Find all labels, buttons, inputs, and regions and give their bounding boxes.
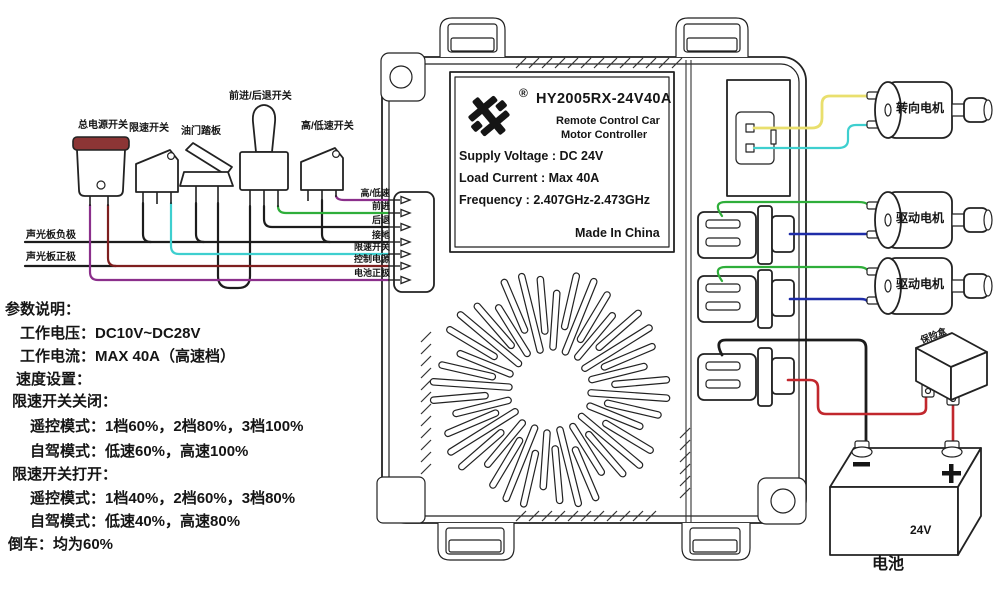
motor [866, 257, 993, 315]
wire-forward [276, 204, 390, 215]
wire-reverse [262, 204, 390, 229]
wire-limit-switch [169, 201, 390, 256]
motor-plug [697, 347, 795, 407]
wire-battery-negative [717, 338, 868, 446]
fuse-box [915, 332, 988, 406]
brand-logo-icon [468, 95, 510, 137]
pin-label: 前进 [371, 201, 390, 211]
mount-tab-bl [376, 476, 426, 524]
plate-line1: Remote Control Car [556, 115, 660, 127]
wire-pedal-loop [216, 201, 252, 290]
motor-label: 驱动电机 [895, 211, 944, 225]
controller-label-plate [449, 71, 675, 253]
registered-mark: ® [519, 86, 528, 100]
plus-symbol [942, 464, 961, 483]
switch-main-power [72, 136, 130, 206]
spec-line: 限速开关打开： [12, 466, 118, 483]
motor-label: 转向电机 [895, 101, 944, 115]
plate-line2: Motor Controller [561, 129, 648, 141]
switch-label: 限速开关 [129, 123, 169, 134]
wire-steering-cyan [752, 123, 870, 150]
switch-label: 总电源开关 [78, 120, 128, 131]
mount-hole-br [770, 488, 796, 514]
soundboard-positive-label: 声光板正极 [26, 252, 76, 263]
switch-throttle-pedal [179, 142, 234, 204]
switch-forward-reverse [239, 104, 289, 207]
switch-label: 高/低速开关 [301, 121, 354, 132]
rocker-cap [72, 136, 130, 151]
motor [866, 191, 993, 249]
made-in: Made In China [575, 226, 660, 240]
spec-line: 倒车：均为60% [8, 536, 114, 553]
switch-speed-limit [135, 149, 179, 204]
pin-label: 接地 [371, 230, 390, 240]
minus-symbol [853, 462, 870, 467]
frequency: Frequency : 2.407GHz-2.473GHz [459, 193, 651, 207]
motor-plug [697, 269, 795, 329]
hatch-marks [420, 57, 691, 522]
spec-line: 自驾模式：低速60%，高速100% [30, 443, 249, 460]
wire-fuse-in [786, 378, 928, 416]
spec-line: 工作电流：MAX 40A（高速档） [20, 348, 236, 365]
spec-line: 参数说明： [5, 301, 81, 318]
mount-hole-tl [389, 65, 413, 89]
switch-label: 前进/后退开关 [229, 91, 292, 102]
switch-label: 油门踏板 [181, 126, 221, 137]
load-current: Load Current : Max 40A [459, 171, 600, 185]
pin-label: 控制电源 [353, 254, 390, 264]
spec-line: 工作电压：DC10V~DC28V [20, 325, 201, 342]
motor-plug [697, 205, 795, 265]
input-connector [388, 191, 435, 293]
motor [866, 81, 993, 139]
motor-plugs [697, 205, 795, 407]
model-number: HY2005RX-24V40A [536, 91, 672, 107]
battery-voltage: 24V [910, 523, 932, 537]
battery [829, 440, 982, 556]
soundboard-negative-label: 声光板负极 [26, 230, 76, 241]
heatsink-fan [429, 272, 671, 508]
spec-line: 遥控模式：1档40%，2档60%，3档80% [30, 490, 296, 507]
bottom-clip-left [437, 523, 515, 561]
pin-label: 电池正极 [353, 268, 390, 278]
wires [23, 94, 955, 448]
wire-control-power [106, 203, 390, 268]
switch-hi-lo-speed [300, 147, 344, 201]
toggle-lever [251, 104, 277, 153]
top-clip-left [439, 17, 506, 57]
steering-connector-bay [726, 79, 791, 197]
pedal-lever [185, 142, 233, 176]
pin-label: 后退 [371, 215, 390, 225]
wire-drive1-green [716, 200, 870, 218]
battery-name: 电池 [872, 556, 905, 573]
bottom-clip-right [681, 523, 751, 561]
wire-steering-yellow [752, 94, 870, 130]
supply-voltage: Supply Voltage : DC 24V [459, 149, 604, 163]
top-clip-right [675, 17, 749, 57]
spec-line: 遥控模式：1档60%，2档80%，3档100% [30, 418, 304, 435]
motor-label: 驱动电机 [895, 277, 944, 291]
spec-line: 限速开关关闭： [12, 393, 118, 410]
wire-battery-positive [88, 203, 390, 282]
wire-drive2-green [716, 265, 870, 283]
spec-line: 速度设置： [16, 371, 92, 388]
spec-line: 自驾模式：低速40%，高速80% [30, 513, 241, 530]
pin-label: 高/低速 [360, 188, 390, 198]
pedal-base [179, 171, 234, 187]
pin-label: 限速开关 [353, 242, 390, 252]
